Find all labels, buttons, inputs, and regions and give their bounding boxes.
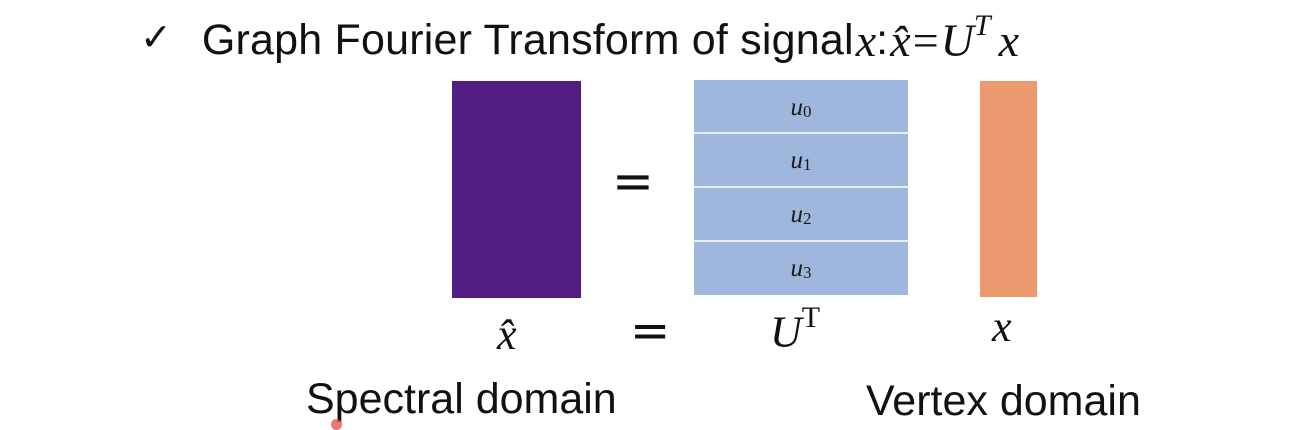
label-u-letter: U (770, 307, 802, 357)
matrix-row-base: u (790, 147, 804, 174)
checkmark-icon: ✓ (140, 15, 172, 59)
x-hat-vector-block (452, 81, 581, 298)
matrix-row-base: u (790, 94, 804, 121)
matrix-row-sub: 3 (803, 263, 812, 282)
vertex-domain-label: Vertex domain (866, 377, 1141, 425)
title-math-u: UT (940, 9, 991, 66)
matrix-divider (694, 240, 908, 242)
label-u-transpose: UT (770, 303, 820, 357)
matrix-divider (694, 186, 908, 188)
matrix-row-base: u (790, 255, 804, 282)
title-colon: : (876, 15, 889, 64)
title-math-equals: = (912, 14, 939, 66)
title-math-transpose: T (973, 9, 991, 43)
label-transpose: T (801, 301, 821, 334)
spectral-domain-label: Spectral domain (306, 375, 617, 423)
matrix-row-sub: 0 (803, 102, 812, 121)
label-x-hat: x̂ (497, 310, 517, 359)
x-vector-block (980, 81, 1037, 297)
title-text: Graph Fourier Transform of signal (201, 15, 854, 64)
equals-sign-top: = (612, 152, 654, 210)
matrix-row-base: u (790, 201, 804, 228)
label-x: x (992, 302, 1012, 351)
title-math-xhat: x̂ (890, 14, 911, 66)
slide-title: ✓ Graph Fourier Transform of signal x : … (140, 8, 1019, 72)
equals-sign-bottom: = (630, 303, 671, 359)
matrix-row-sub: 1 (803, 155, 812, 174)
matrix-row-sub: 2 (803, 209, 812, 228)
title-math-x: x (998, 14, 1019, 66)
laser-pointer-dot (331, 419, 342, 430)
matrix-divider (694, 132, 908, 134)
title-math-u-letter: U (940, 14, 974, 66)
title-math-var: x (855, 14, 877, 66)
